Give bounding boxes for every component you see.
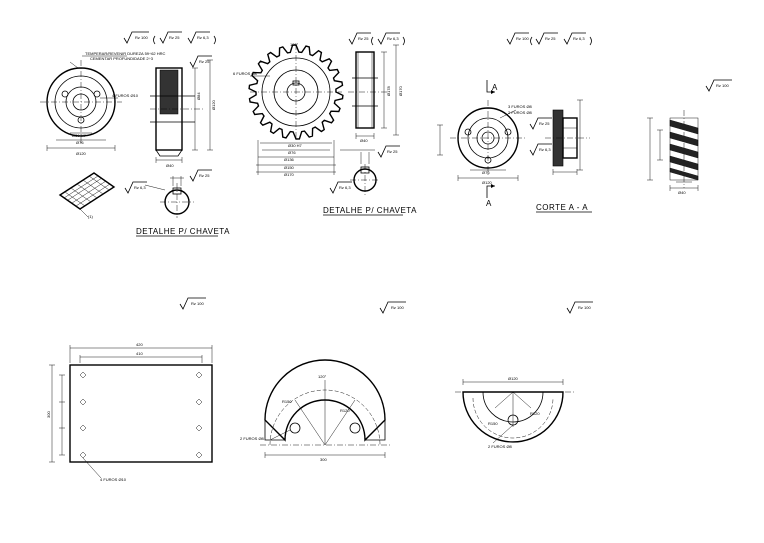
holes-callout: 4 FUROS Ø10 xyxy=(100,477,127,482)
roughness-label: Rz 25 xyxy=(545,36,556,41)
angle-label: 120° xyxy=(290,42,299,47)
holes-callout: 2 FUROS Ø8 xyxy=(508,110,533,115)
roughness-label: Rz 25 xyxy=(387,149,398,154)
detail-key-1: Rz 6,3 Rz 25 DETALHE P/ CHAVETA xyxy=(124,169,230,237)
part-1-knurl-detail: (1) xyxy=(58,172,116,219)
roughness-symbols-bottom: Rz 100 Rz 100 Rz 100 xyxy=(179,297,593,314)
roughness-label: Rz 25 xyxy=(539,121,550,126)
roughness-label: Rz 6,3 xyxy=(573,36,585,41)
angle-label: 120° xyxy=(318,374,327,379)
holes-callout: 2 FUROS Ø8 xyxy=(488,444,513,449)
part-5-plate: 420 410 300 4 FUROS Ø10 xyxy=(46,342,213,482)
dimension-label: Ø76 xyxy=(76,140,84,145)
roughness-label: Rz 25 xyxy=(169,35,180,40)
dimension-label: Ø40 xyxy=(166,163,174,168)
dimension-label: Ø120 xyxy=(508,376,519,381)
dimension-label: 300 xyxy=(46,411,51,418)
roughness-label: Rz 6,3 xyxy=(339,185,351,190)
dimension-label: 410 xyxy=(136,351,143,356)
part-1-disc-side-view: Ø84 Ø120 Ø40 Rz 25 xyxy=(150,55,216,168)
roughness-label: Rz 100 xyxy=(578,305,591,310)
dimension-label: Ø40 xyxy=(360,138,368,143)
section-title: CORTE A - A xyxy=(536,203,588,212)
dimension-label: Ø76 xyxy=(482,170,490,175)
roughness-label: Rz 25 xyxy=(358,36,369,41)
radius-label: R150 xyxy=(488,421,498,426)
dimension-label: Ø30 H7 xyxy=(72,133,87,138)
part-2-gear-front-view: Ø30 H7 Ø76 Ø136 Ø150 Ø170 6 FUROS Ø8 120… xyxy=(233,42,344,177)
dimension-label: Ø40 xyxy=(678,190,686,195)
dimension-label: Ø120 xyxy=(211,99,216,110)
case-depth-note: CEMENTAR PROFUNDIDADE 2÷3 xyxy=(90,56,154,61)
roughness-label: Rz 100 xyxy=(135,35,148,40)
roughness-label: Rz 100 xyxy=(716,83,729,88)
radius-label: R150 xyxy=(282,399,292,404)
dimension-label: Ø120 xyxy=(482,180,493,185)
heat-treatment-note: TEMPERAR/REVENIR DUREZA 59÷62 HRC xyxy=(85,51,166,56)
part-2-gear-side-view: Ø178 Ø170 Ø40 xyxy=(348,44,403,143)
part-7-semicircle: Ø120 R120 R150 2 FUROS Ø8 xyxy=(455,376,575,449)
part-1-disc-front-view: TEMPERAR/REVENIR DUREZA 59÷62 HRC CEMENT… xyxy=(40,51,166,156)
dimension-label: Ø170 xyxy=(284,172,295,177)
roughness-label: Rz 25 xyxy=(199,59,210,64)
roughness-symbol: Rz 100 Rz 25 Rz 6,3 xyxy=(123,31,216,45)
roughness-label: Rz 6,3 xyxy=(387,36,399,41)
holes-callout: 4 FUROS Ø10 xyxy=(112,93,139,98)
holes-callout: 3 FUROS Ø8 xyxy=(508,104,533,109)
roughness-label: Rz 100 xyxy=(191,301,204,306)
part-3-flange-front-view: A Ø120 Ø76 3 FUROS Ø8 2 FUROS Ø8 A xyxy=(437,80,533,208)
section-mark: A xyxy=(486,199,492,208)
roughness-label: Rz 100 xyxy=(516,36,529,41)
roughness-label: Rz 25 xyxy=(199,173,210,178)
roughness-label: Rz 6,3 xyxy=(197,35,209,40)
dimension-label: 300 xyxy=(320,457,327,462)
dimension-label: Ø178 xyxy=(386,85,391,96)
roughness-symbols-row: Rz 100 Rz 25 Rz 6,3 Rz 25 Rz 6,3 Rz 100 … xyxy=(123,31,732,92)
dimension-label: Ø76 xyxy=(288,150,296,155)
dimension-label: Ø150 xyxy=(284,165,295,170)
knurl-pitch-label: (1) xyxy=(88,214,94,219)
roughness-symbol: Rz 100 xyxy=(705,79,732,92)
radius-label: R120 xyxy=(340,408,350,413)
detail-title: DETALHE P/ CHAVETA xyxy=(323,206,417,215)
roughness-label: Rz 6,3 xyxy=(539,147,551,152)
dimension-label: Ø170 xyxy=(398,85,403,96)
detail-title: DETALHE P/ CHAVETA xyxy=(136,227,230,236)
dimension-label: Ø120 xyxy=(76,151,87,156)
dimension-label: Ø84 xyxy=(196,92,201,100)
holes-callout: 6 FUROS Ø8 xyxy=(233,71,258,76)
roughness-label: Rz 100 xyxy=(391,305,404,310)
part-4-spring: Ø40 xyxy=(647,110,699,195)
detail-key-2: Rz 6,3 Rz 25 DETALHE P/ CHAVETA xyxy=(323,145,417,216)
roughness-symbol: Rz 25 Rz 6,3 xyxy=(348,32,405,46)
part-6-half-ring: 300 R120 R150 120° 2 FUROS Ø8 xyxy=(240,359,390,462)
dimension-label: Ø136 xyxy=(284,157,295,162)
roughness-label: Rz 6,3 xyxy=(134,185,146,190)
holes-callout: 2 FUROS Ø8 xyxy=(240,436,265,441)
section-mark: A xyxy=(492,83,498,92)
section-a-a: Rz 6,3 Rz 25 CORTE A - A xyxy=(529,99,592,213)
radius-label: R120 xyxy=(530,411,540,416)
dimension-label: Ø30 H7 xyxy=(288,143,303,148)
dimension-label: 420 xyxy=(136,342,143,347)
roughness-symbol: Rz 100 Rz 25 Rz 6,3 xyxy=(506,32,592,46)
